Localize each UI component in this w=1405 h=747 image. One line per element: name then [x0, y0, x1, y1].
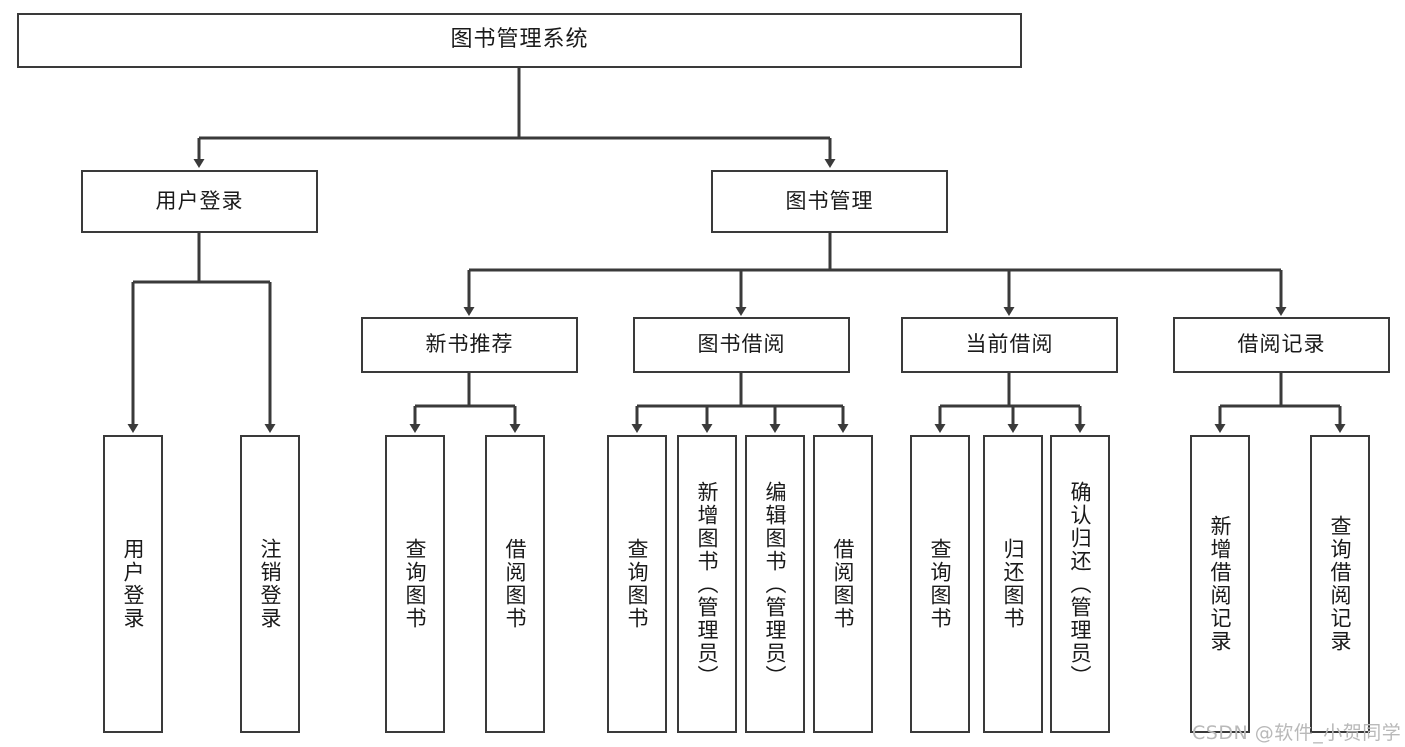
- node-label: 新书推荐: [425, 332, 514, 357]
- node-leaf-query-book-1[interactable]: 查询图书: [385, 435, 445, 733]
- node-leaf-return-book[interactable]: 归还图书: [983, 435, 1043, 733]
- node-label: 当前借阅: [965, 332, 1054, 357]
- node-new-book-recommend[interactable]: 新书推荐: [361, 317, 578, 373]
- node-label: 查询图书: [625, 538, 649, 630]
- node-root-system[interactable]: 图书管理系统: [17, 13, 1022, 68]
- node-label: 借阅记录: [1237, 332, 1326, 357]
- node-label: 归还图书: [1001, 538, 1025, 630]
- node-current-borrow[interactable]: 当前借阅: [901, 317, 1118, 373]
- node-label: 确认归还（管理员）: [1068, 480, 1092, 688]
- node-label: 借阅图书: [831, 538, 855, 630]
- node-label: 图书借阅: [697, 332, 786, 357]
- node-leaf-borrow-book-1[interactable]: 借阅图书: [485, 435, 545, 733]
- node-label: 新增图书（管理员）: [695, 480, 719, 688]
- node-leaf-borrow-book-2[interactable]: 借阅图书: [813, 435, 873, 733]
- node-label: 用户登录: [121, 538, 145, 630]
- node-leaf-query-book-2[interactable]: 查询图书: [607, 435, 667, 733]
- node-leaf-edit-book-admin[interactable]: 编辑图书（管理员）: [745, 435, 805, 733]
- node-leaf-logout-login[interactable]: 注销登录: [240, 435, 300, 733]
- node-leaf-add-borrow-record[interactable]: 新增借阅记录: [1190, 435, 1250, 733]
- node-label: 用户登录: [155, 188, 244, 213]
- node-leaf-query-borrow-record[interactable]: 查询借阅记录: [1310, 435, 1370, 733]
- node-borrow-record[interactable]: 借阅记录: [1173, 317, 1390, 373]
- node-label: 查询图书: [928, 538, 952, 630]
- node-label: 图书管理系统: [450, 27, 589, 53]
- node-user-login[interactable]: 用户登录: [81, 170, 318, 233]
- node-label: 查询图书: [403, 538, 427, 630]
- node-label: 注销登录: [258, 538, 282, 630]
- node-leaf-confirm-return-admin[interactable]: 确认归还（管理员）: [1050, 435, 1110, 733]
- node-leaf-query-book-3[interactable]: 查询图书: [910, 435, 970, 733]
- watermark-label: CSDN @软件_小贺同学: [1192, 722, 1402, 744]
- node-label: 查询借阅记录: [1328, 515, 1352, 653]
- node-label: 图书管理: [785, 188, 874, 213]
- node-label: 借阅图书: [503, 538, 527, 630]
- node-label: 新增借阅记录: [1208, 515, 1232, 653]
- node-leaf-add-book-admin[interactable]: 新增图书（管理员）: [677, 435, 737, 733]
- node-label: 编辑图书（管理员）: [763, 480, 787, 688]
- node-book-manage[interactable]: 图书管理: [711, 170, 948, 233]
- node-book-borrow[interactable]: 图书借阅: [633, 317, 850, 373]
- node-leaf-user-login[interactable]: 用户登录: [103, 435, 163, 733]
